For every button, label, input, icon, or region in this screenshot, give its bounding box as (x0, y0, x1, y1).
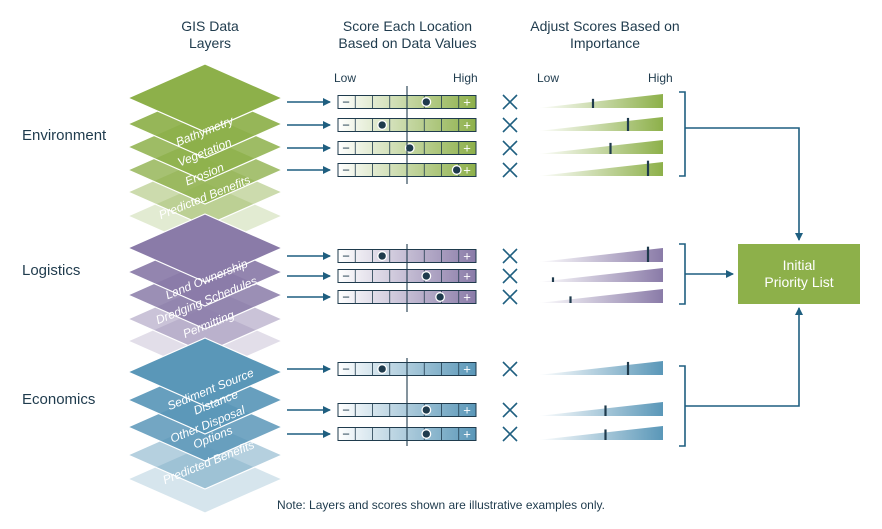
plus-icon: + (463, 118, 471, 133)
score-marker (377, 120, 388, 130)
data-layer (126, 63, 284, 133)
multiply-icon (502, 117, 518, 133)
plus-icon: + (463, 290, 471, 305)
score-marker (404, 143, 415, 153)
header-gis-data-layers: GIS Data Layers (181, 18, 239, 51)
weight-wedge (538, 162, 663, 176)
multiply-icon (502, 426, 518, 442)
group-label-economics: Economics (22, 391, 96, 408)
score-low-label: Low (334, 71, 357, 85)
multiply-icon (502, 361, 518, 377)
score-high-label: High (453, 71, 478, 85)
score-marker (435, 292, 446, 302)
plus-icon: + (463, 427, 471, 442)
plus-icon: + (463, 95, 471, 110)
weight-wedge (538, 117, 663, 131)
score-marker (377, 251, 388, 261)
score-marker (421, 97, 432, 107)
minus-icon: − (342, 362, 350, 377)
multiply-icon (502, 289, 518, 305)
weight-wedge (538, 361, 663, 375)
group-bracket (679, 365, 686, 447)
minus-icon: − (342, 163, 350, 178)
group-label-environment: Environment (22, 127, 107, 144)
connector-arrow (685, 307, 803, 407)
header-score-location: Score Each Location Based on Data Values (338, 18, 477, 51)
minus-icon: − (342, 141, 350, 156)
multiply-icon (502, 402, 518, 418)
weight-wedge (538, 426, 663, 440)
multiply-icon (502, 140, 518, 156)
minus-icon: − (342, 290, 350, 305)
minus-icon: − (342, 269, 350, 284)
group-bracket (679, 91, 686, 177)
layer-shadow (126, 444, 284, 514)
score-marker (421, 271, 432, 281)
data-layer (126, 337, 284, 407)
score-marker (377, 364, 388, 374)
minus-icon: − (342, 403, 350, 418)
group-bracket (679, 243, 686, 305)
weight-wedge (538, 268, 663, 282)
data-layer (126, 213, 284, 283)
weight-wedge (538, 289, 663, 303)
minus-icon: − (342, 95, 350, 110)
multiply-icon (502, 94, 518, 110)
minus-icon: − (342, 249, 350, 264)
header-adjust-scores: Adjust Scores Based on Importance (530, 18, 680, 51)
weight-wedge (538, 94, 663, 108)
footnote: Note: Layers and scores shown are illust… (277, 498, 605, 512)
multiply-icon (502, 248, 518, 264)
score-marker (421, 429, 432, 439)
score-marker (421, 405, 432, 415)
weight-wedge (538, 248, 663, 262)
score-marker (451, 165, 462, 175)
minus-icon: − (342, 118, 350, 133)
multiply-icon (502, 162, 518, 178)
weight-high-label: High (648, 71, 673, 85)
connector-arrow (685, 127, 803, 241)
weight-low-label: Low (537, 71, 560, 85)
weight-wedge (538, 140, 663, 154)
plus-icon: + (463, 362, 471, 377)
plus-icon: + (463, 269, 471, 284)
weight-wedge (538, 402, 663, 416)
plus-icon: + (463, 249, 471, 264)
multiply-icon (502, 268, 518, 284)
group-label-logistics: Logistics (22, 262, 81, 279)
minus-icon: − (342, 427, 350, 442)
plus-icon: + (463, 163, 471, 178)
plus-icon: + (463, 141, 471, 156)
initial-priority-list-box: Initial Priority List (738, 244, 860, 304)
plus-icon: + (463, 403, 471, 418)
